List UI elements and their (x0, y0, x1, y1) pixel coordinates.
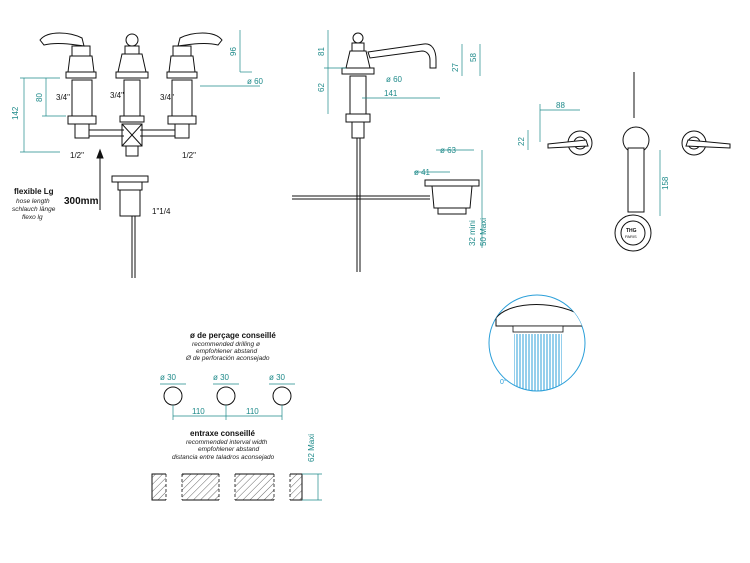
side-drain-flange (424, 179, 480, 187)
interval-de: empfohlener abstand (198, 446, 259, 453)
dim-62-max: 62 Maxi (307, 434, 316, 462)
interval-section: entraxe conseillé recommended interval w… (151, 429, 322, 501)
interval-es: distancia entre taladros aconsejado (172, 454, 275, 461)
hole-2 (216, 386, 236, 406)
drilling-en: recommended drilling ø (192, 341, 260, 348)
thread-34-right: 3/4" (160, 93, 174, 102)
dim-d60-front: ø 60 (247, 77, 264, 86)
drilling-de: empfohlener abstand (196, 348, 257, 355)
right-valve-cap (172, 45, 192, 57)
side-spout-knob (352, 32, 364, 44)
dim-50-max: 50 Maxi (479, 218, 488, 246)
dim-96: 96 (229, 47, 238, 56)
dim-81: 81 (317, 47, 326, 56)
thread-12-left: 1/2" (70, 151, 84, 160)
hose-length-es: flexo lg (22, 214, 43, 221)
dim-d60-side: ø 60 (386, 75, 403, 84)
spacing-1: 110 (192, 407, 205, 416)
drilling-title: ø de perçage conseillé (190, 331, 276, 340)
center-spout-body (117, 53, 147, 73)
left-valve-cap (71, 45, 91, 57)
drilling-es: Ø de perforación aconsejado (185, 355, 270, 362)
side-drain-body (431, 185, 473, 209)
interval-en: recommended interval width (186, 439, 268, 446)
top-view-labels: 88 22 158 THG PARIS (517, 101, 670, 239)
hole-3 (272, 386, 292, 406)
badge-line-2: PARIS (625, 234, 637, 239)
brand-badge (614, 214, 652, 252)
dim-88: 88 (556, 101, 565, 110)
dim-58: 58 (469, 53, 478, 62)
hose-title: flexible Lg (14, 187, 54, 196)
hole-1-diameter: ø 30 (160, 373, 177, 382)
dim-62: 62 (317, 83, 326, 92)
interval-title: entraxe conseillé (190, 429, 255, 438)
spray-angle: 0° (500, 378, 507, 386)
dim-142: 142 (11, 106, 20, 120)
right-valve-body (168, 55, 196, 73)
spray-stream (514, 334, 562, 391)
spacing-2: 110 (246, 407, 259, 416)
left-valve-body (67, 55, 95, 73)
badge-line-1: THG (626, 228, 637, 234)
front-view-labels: 96 ø 60 142 80 3/4" 3/4" 3/4" 1/2" 1/2" … (11, 47, 264, 221)
left-handle-lever (39, 32, 85, 47)
spray-detail: 0° (488, 294, 586, 392)
hose-length-de: schlauch länge (12, 206, 56, 213)
hole-3-diameter: ø 30 (269, 373, 286, 382)
side-view (292, 30, 483, 272)
center-spout-knob (125, 33, 139, 47)
thread-34-left: 3/4" (56, 93, 70, 102)
top-spout (627, 147, 645, 213)
dim-32-min: 32 mini (468, 220, 477, 246)
right-valve-stem (171, 79, 193, 117)
front-view (20, 30, 260, 278)
right-handle-lever (177, 32, 223, 47)
left-valve-stem (71, 79, 93, 117)
drilling-section: ø de perçage conseillé recommended drill… (160, 331, 295, 420)
thread-1-14: 1"1/4 (152, 207, 171, 216)
drain-flange (111, 175, 149, 183)
right-hose (140, 129, 175, 137)
top-view (527, 72, 731, 252)
hole-1 (163, 386, 183, 406)
hole-2-diameter: ø 30 (213, 373, 230, 382)
thread-34-center: 3/4" (110, 91, 124, 100)
dim-141: 141 (384, 89, 398, 98)
dim-27: 27 (451, 63, 460, 72)
dim-d41: ø 41 (414, 168, 431, 177)
spout-arm (367, 43, 437, 69)
top-left-lever (547, 139, 589, 149)
dim-158: 158 (661, 176, 670, 190)
dim-22: 22 (517, 137, 526, 146)
side-spout-body (345, 50, 371, 69)
hose-length-en: hose length (16, 198, 50, 205)
drain-body (119, 189, 141, 217)
dim-80: 80 (35, 93, 44, 102)
thread-12-right: 1/2" (182, 151, 196, 160)
dim-d63: ø 63 (440, 146, 457, 155)
left-hose (89, 129, 124, 137)
side-body (349, 75, 367, 115)
top-right-lever (685, 139, 731, 149)
hose-length-value: 300mm (64, 196, 99, 207)
side-view-labels: 81 62 ø 60 141 27 58 ø 63 ø 41 32 mini 5… (317, 47, 488, 246)
